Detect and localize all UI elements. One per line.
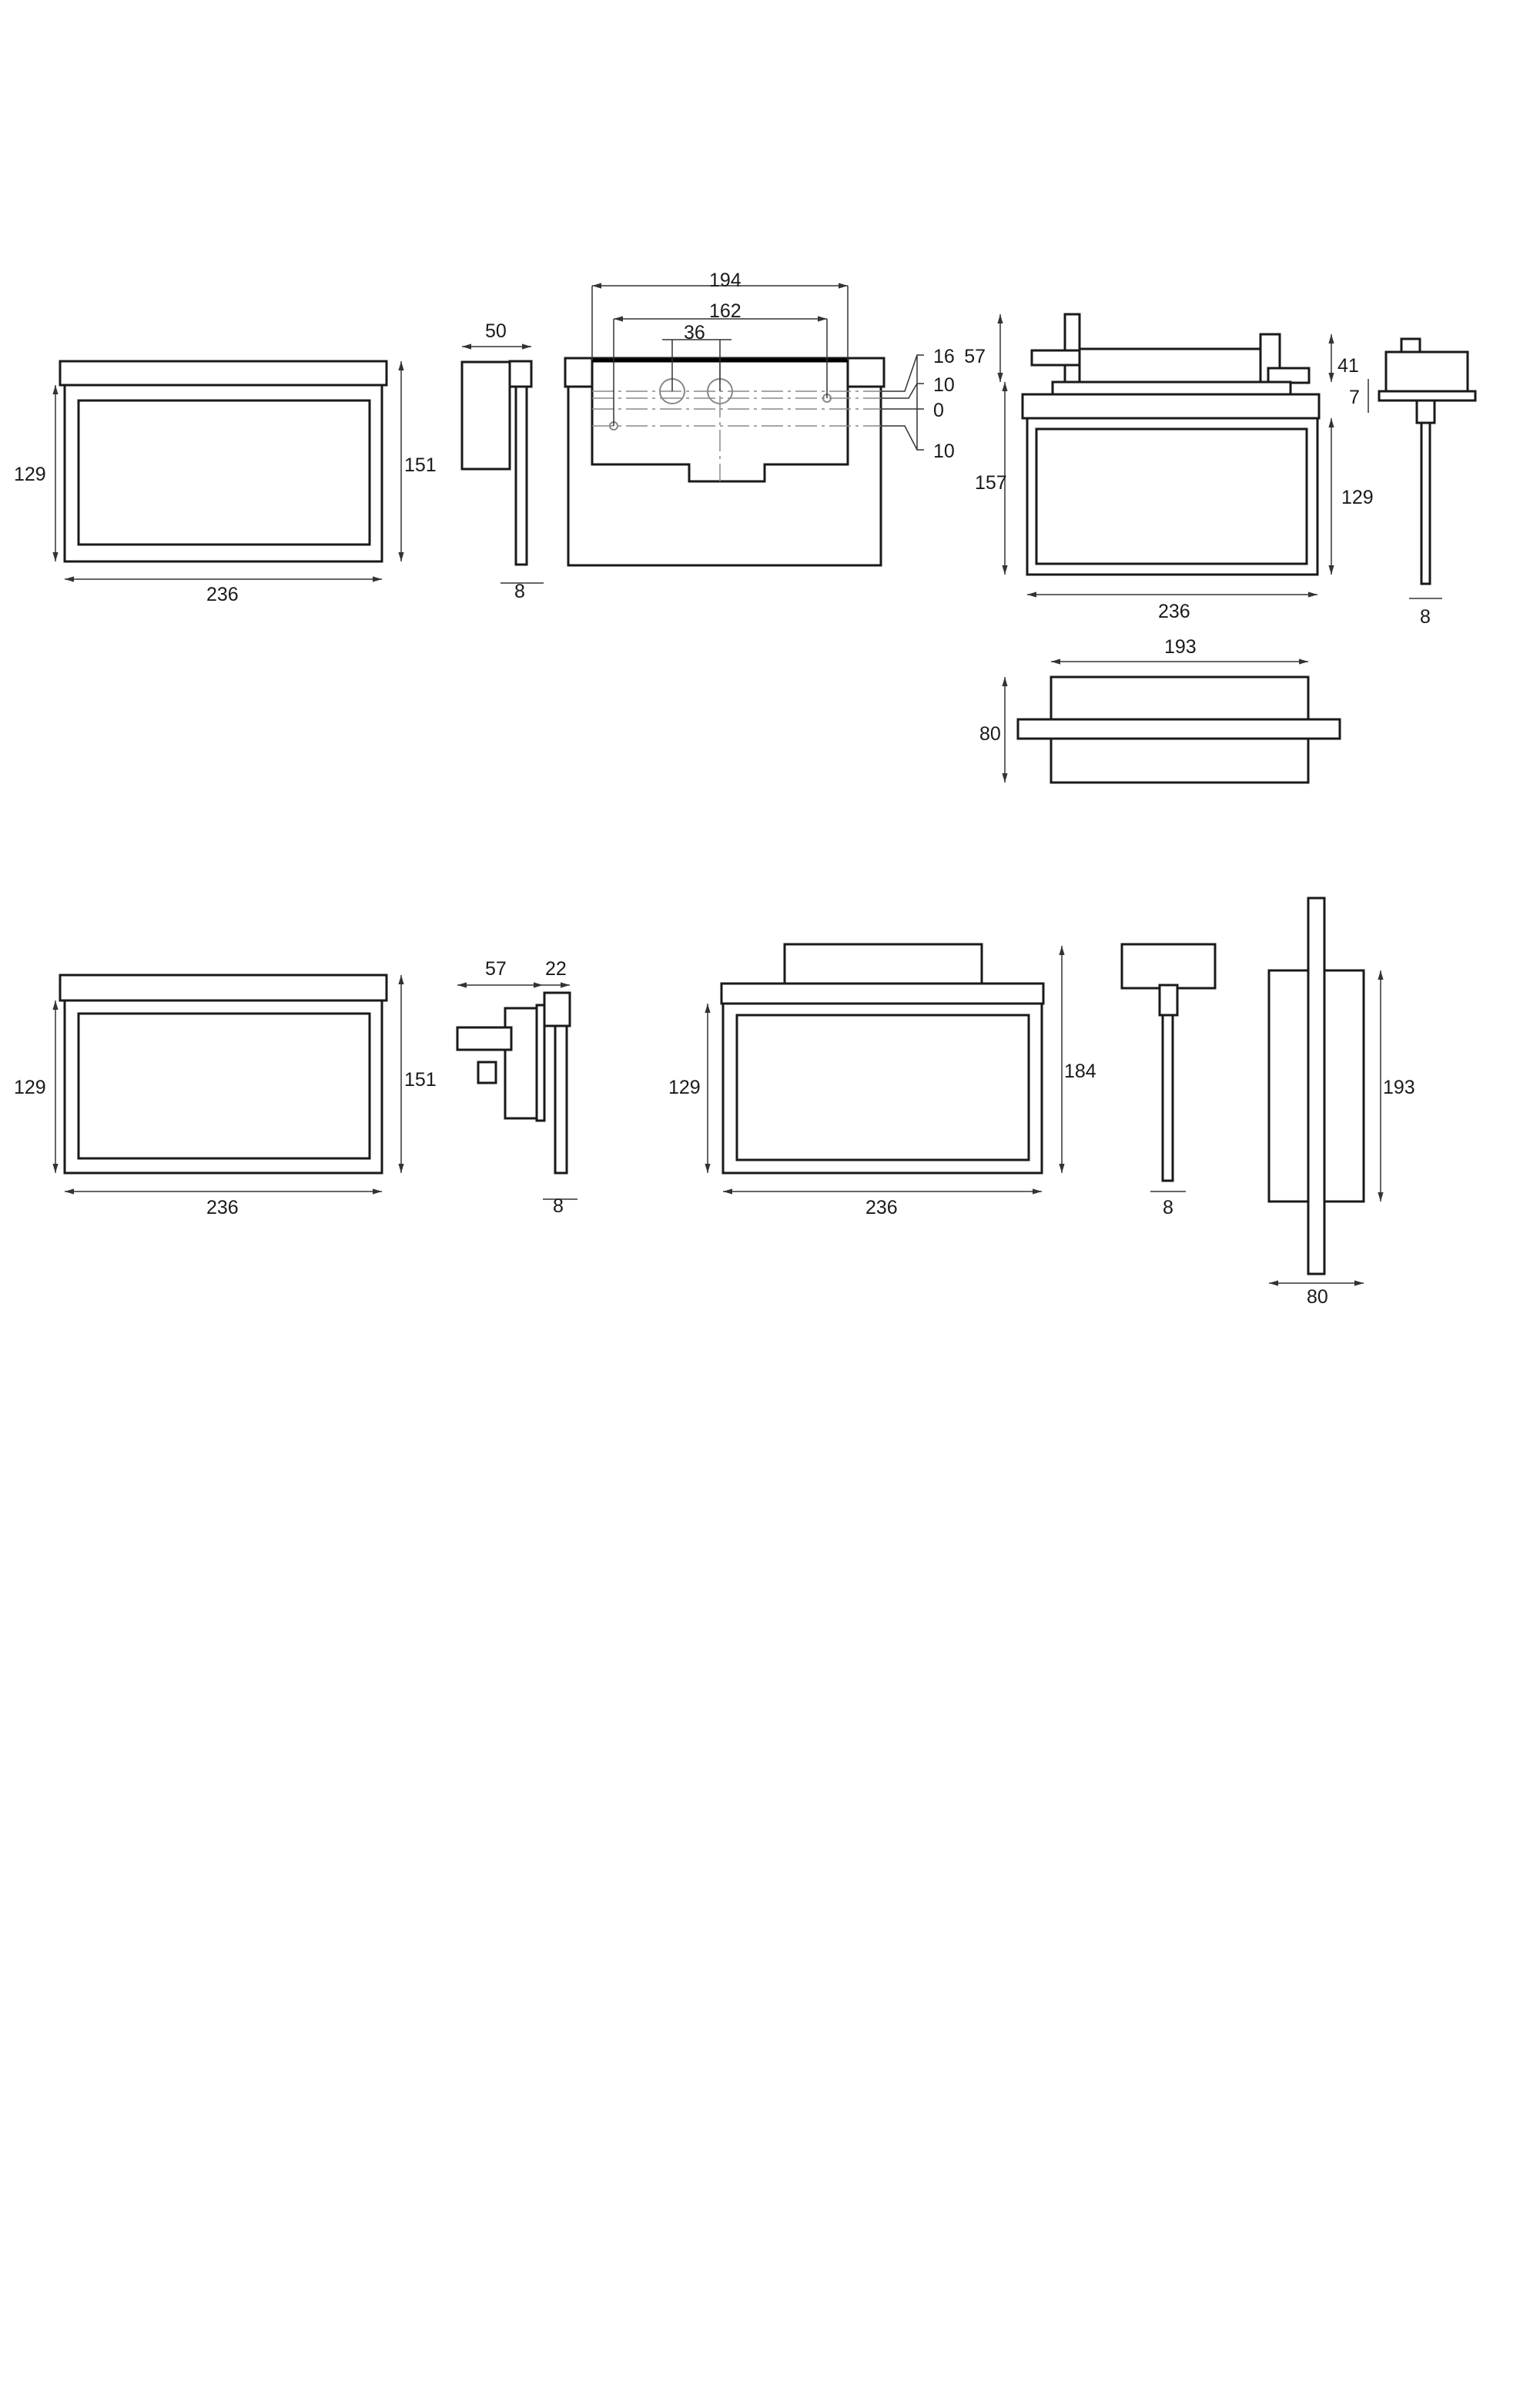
dim-label: 129 xyxy=(14,1077,46,1098)
dim-label: 41 xyxy=(1337,355,1359,377)
dim-label: 162 xyxy=(709,300,742,322)
plate xyxy=(1051,380,1292,396)
dim-label: 57 xyxy=(485,958,507,980)
nub xyxy=(1400,337,1421,354)
panel-edge xyxy=(554,1024,568,1175)
dim-label: 236 xyxy=(206,1197,239,1218)
dim-label: 129 xyxy=(1341,487,1374,508)
connector xyxy=(477,1061,497,1084)
connector xyxy=(456,1026,513,1051)
dim-label: 151 xyxy=(404,1069,437,1091)
dim-label: 80 xyxy=(979,723,1001,745)
dim-label: 236 xyxy=(206,584,239,605)
bracket-arm xyxy=(1030,349,1081,367)
dim-label: 50 xyxy=(485,320,507,342)
bracket-arm xyxy=(1267,367,1311,384)
display-panel xyxy=(735,1014,1030,1161)
dim-label: 80 xyxy=(1307,1286,1328,1308)
display-panel xyxy=(77,399,371,546)
ceiling-box xyxy=(783,943,983,985)
dim-label: 36 xyxy=(684,322,705,344)
stem xyxy=(1415,399,1436,424)
front-view-top: 129 151 236 xyxy=(14,360,437,605)
dim-label: 8 xyxy=(553,1195,564,1217)
dim-label: 0 xyxy=(933,400,944,421)
back-plate xyxy=(535,1004,546,1122)
dim-label: 7 xyxy=(1349,387,1360,408)
ceiling-side-view: 7 8 xyxy=(1349,337,1477,628)
dim-label: 193 xyxy=(1383,1077,1415,1098)
display-panel xyxy=(77,1012,371,1160)
dim-label: 8 xyxy=(514,581,525,602)
cap xyxy=(508,360,533,388)
dim-label: 236 xyxy=(865,1197,898,1218)
panel-edge xyxy=(1420,421,1431,585)
top-housing xyxy=(1021,393,1321,420)
dim-label: 129 xyxy=(14,464,46,485)
panel-edge xyxy=(1161,1014,1174,1182)
dim-label: 236 xyxy=(1158,601,1190,622)
ceiling-box xyxy=(1078,347,1262,384)
cap xyxy=(543,991,571,1027)
dim-label: 194 xyxy=(709,270,742,291)
bracket-left xyxy=(1063,313,1081,384)
side-view-bottom: 57 22 8 xyxy=(456,958,578,1217)
panel xyxy=(1307,897,1326,1275)
ceiling-box xyxy=(1120,943,1217,990)
dim-label: 8 xyxy=(1420,606,1431,628)
top-housing xyxy=(59,974,388,1002)
wall-hung-front-view: 129 184 236 xyxy=(668,943,1096,1218)
dim-label: 151 xyxy=(404,454,437,476)
module-box xyxy=(504,1007,538,1120)
panel-edge xyxy=(514,385,528,566)
ceiling-front-view: 57 41 157 129 236 xyxy=(964,313,1374,622)
dim-label: 184 xyxy=(1064,1061,1096,1082)
wall-hung-side-view: 8 xyxy=(1120,943,1217,1218)
dim-label: 129 xyxy=(668,1077,701,1098)
stem xyxy=(1158,984,1179,1017)
side-view-top: 50 8 xyxy=(460,320,544,602)
flange xyxy=(1378,390,1477,402)
mounting-plate xyxy=(591,359,849,483)
ceiling-box xyxy=(1384,350,1469,393)
dim-label: 16 xyxy=(933,346,955,367)
dim-label: 157 xyxy=(975,472,1007,494)
dim-label: 10 xyxy=(933,374,955,396)
dim-label: 57 xyxy=(964,346,986,367)
top-housing xyxy=(59,360,388,387)
housing xyxy=(460,360,511,471)
wall-hung-end-view: 193 80 xyxy=(1267,897,1415,1308)
ceiling-plan-view: 193 80 xyxy=(979,636,1341,784)
display-panel xyxy=(1035,427,1308,565)
top-housing xyxy=(720,982,1045,1005)
dim-label: 193 xyxy=(1164,636,1197,658)
front-view-bottom: 129 151 236 xyxy=(14,974,437,1218)
dim-label: 10 xyxy=(933,441,955,462)
dim-label: 8 xyxy=(1163,1197,1173,1218)
mounting-plate-view: 194 162 36 16 10 0 10 xyxy=(564,270,955,567)
panel xyxy=(1016,718,1341,740)
dim-label: 22 xyxy=(545,958,567,980)
